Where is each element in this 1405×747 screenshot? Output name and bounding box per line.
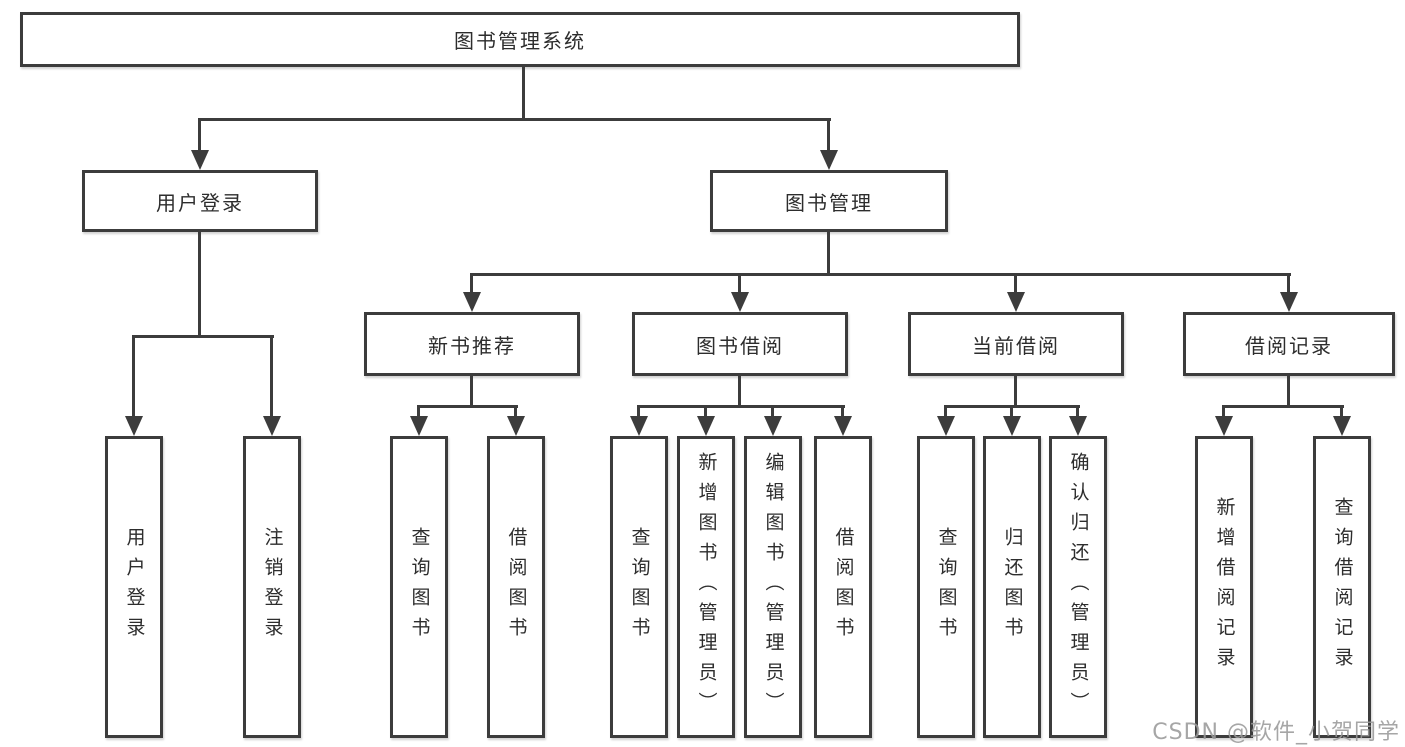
node-label: 借阅图书	[505, 527, 528, 647]
node-user-login-branch: 用户登录	[82, 170, 318, 232]
connector-leaf	[771, 405, 774, 418]
arrow-down-icon	[630, 416, 648, 436]
node-label: 查询借阅记录	[1331, 497, 1354, 677]
connector-new-book-stem	[470, 376, 473, 405]
arrow-down-icon	[507, 416, 525, 436]
node-label: 借阅记录	[1245, 333, 1333, 358]
node-label: 查询图书	[935, 527, 958, 647]
connector-leaf	[704, 405, 707, 418]
arrow-down-icon	[834, 416, 852, 436]
arrow-down-icon	[764, 416, 782, 436]
arrow-down-icon	[1333, 416, 1351, 436]
connector-leaf	[944, 405, 947, 418]
connector-leaf	[1010, 405, 1013, 418]
connector-new-book-crossbar	[417, 405, 518, 408]
arrow-down-icon	[463, 292, 481, 312]
connector-leaf	[1340, 405, 1343, 418]
node-leaf-query-books-2: 查询图书	[610, 436, 668, 738]
connector-book-borrow-crossbar	[637, 405, 845, 408]
node-leaf-edit-books-admin: 编辑图书（管理员）	[744, 436, 802, 738]
arrow-down-icon	[125, 416, 143, 436]
connector-to-book-borrow	[738, 273, 741, 294]
connector-to-user-login	[198, 118, 201, 154]
node-label: 注销登录	[261, 527, 284, 647]
node-leaf-confirm-return-admin: 确认归还（管理员）	[1049, 436, 1107, 738]
connector-leaf	[417, 405, 420, 418]
node-leaf-user-login: 用户登录	[105, 436, 163, 738]
node-label: 借阅图书	[832, 527, 855, 647]
connector-root-stem	[522, 67, 525, 118]
node-label: 编辑图书（管理员）	[762, 452, 785, 722]
node-new-book-recommend: 新书推荐	[364, 312, 580, 376]
connector-leaf	[1076, 405, 1079, 418]
connector-book-mgmt-stem	[827, 232, 830, 273]
arrow-down-icon	[1215, 416, 1233, 436]
connector-to-login-leaf	[132, 335, 135, 418]
arrow-down-icon	[1007, 292, 1025, 312]
node-label: 归还图书	[1001, 527, 1024, 647]
connector-user-login-stem	[198, 232, 201, 335]
connector-to-new-book	[470, 273, 473, 294]
node-label: 用户登录	[156, 190, 244, 215]
node-leaf-query-books-3: 查询图书	[917, 436, 975, 738]
node-label: 确认归还（管理员）	[1067, 452, 1090, 722]
node-label: 图书借阅	[696, 333, 784, 358]
node-label: 新增借阅记录	[1213, 497, 1236, 677]
arrow-down-icon	[1069, 416, 1087, 436]
node-borrowing-records: 借阅记录	[1183, 312, 1395, 376]
arrow-down-icon	[1280, 292, 1298, 312]
node-label: 新书推荐	[428, 333, 516, 358]
node-label: 图书管理系统	[454, 29, 586, 53]
node-leaf-add-borrow-record: 新增借阅记录	[1195, 436, 1253, 738]
arrow-down-icon	[263, 416, 281, 436]
connector-root-crossbar	[198, 118, 831, 121]
node-label: 图书管理	[785, 190, 873, 215]
arrow-down-icon	[937, 416, 955, 436]
connector-user-login-crossbar	[132, 335, 274, 338]
node-current-borrowing: 当前借阅	[908, 312, 1124, 376]
node-leaf-query-books-1: 查询图书	[390, 436, 448, 738]
node-leaf-borrow-books-1: 借阅图书	[487, 436, 545, 738]
node-leaf-return-books: 归还图书	[983, 436, 1041, 738]
node-label: 用户登录	[123, 527, 146, 647]
connector-to-borrow-records	[1287, 273, 1290, 294]
node-leaf-query-borrow-record: 查询借阅记录	[1313, 436, 1371, 738]
node-leaf-logout: 注销登录	[243, 436, 301, 738]
connector-book-borrow-stem	[738, 376, 741, 405]
connector-to-current-borrow	[1014, 273, 1017, 294]
arrow-down-icon	[820, 150, 838, 170]
connector-to-book-management	[827, 118, 830, 154]
connector-leaf	[637, 405, 640, 418]
connector-to-logout-leaf	[270, 335, 273, 418]
node-leaf-add-books-admin: 新增图书（管理员）	[677, 436, 735, 738]
connector-current-borrow-stem	[1014, 376, 1017, 405]
arrow-down-icon	[1003, 416, 1021, 436]
node-book-borrowing: 图书借阅	[632, 312, 848, 376]
node-label: 查询图书	[408, 527, 431, 647]
node-book-management-branch: 图书管理	[710, 170, 948, 232]
node-label: 新增图书（管理员）	[695, 452, 718, 722]
node-label: 当前借阅	[972, 333, 1060, 358]
connector-borrow-records-stem	[1287, 376, 1290, 405]
arrow-down-icon	[191, 150, 209, 170]
arrow-down-icon	[410, 416, 428, 436]
connector-leaf	[841, 405, 844, 418]
node-leaf-borrow-books-2: 借阅图书	[814, 436, 872, 738]
connector-leaf	[514, 405, 517, 418]
watermark: CSDN @软件_小贺同学	[1152, 720, 1400, 745]
node-label: 查询图书	[628, 527, 651, 647]
connector-borrow-records-crossbar	[1222, 405, 1344, 408]
arrow-down-icon	[731, 292, 749, 312]
node-library-management-system: 图书管理系统	[20, 12, 1020, 67]
connector-book-mgmt-crossbar	[470, 273, 1291, 276]
connector-leaf	[1222, 405, 1225, 418]
arrow-down-icon	[697, 416, 715, 436]
